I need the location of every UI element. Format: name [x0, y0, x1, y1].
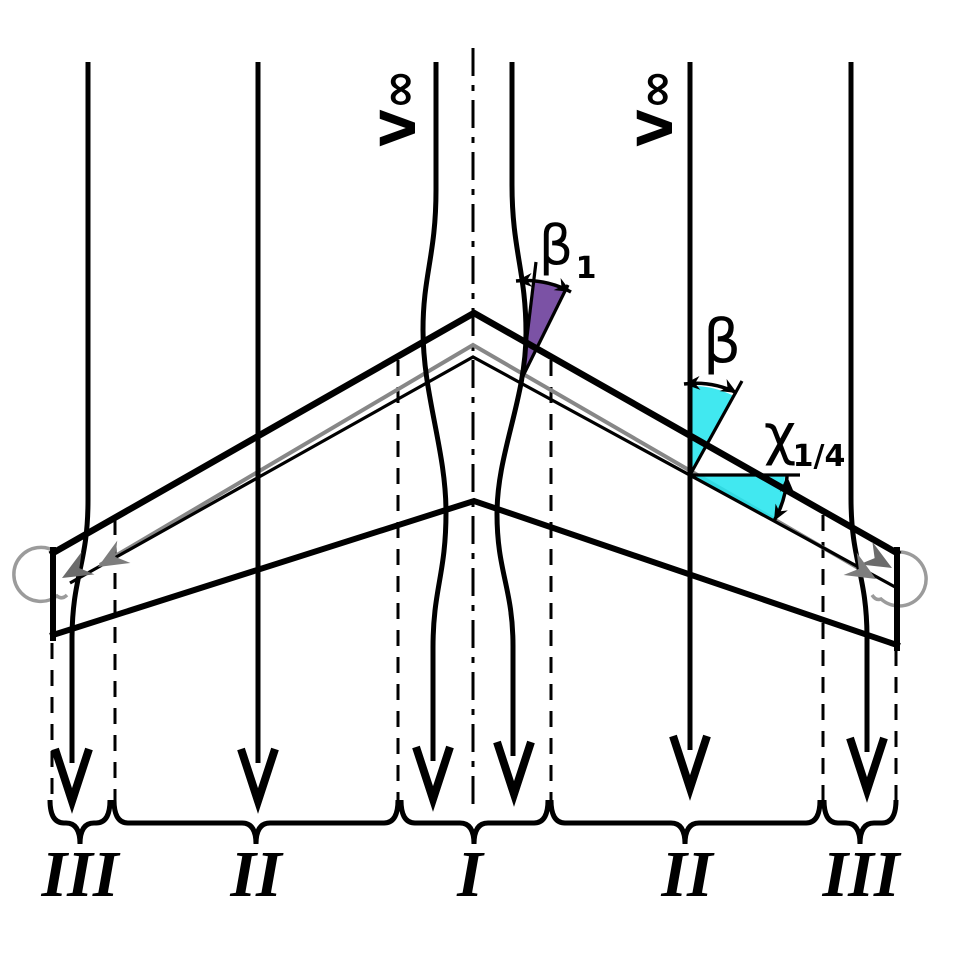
brace-region-I	[398, 799, 551, 845]
flow-arrowhead	[51, 747, 93, 814]
region-label-III-left: III	[40, 838, 120, 911]
chi-quarter-angle-label: χ	[764, 403, 796, 468]
beta-normal-line	[688, 380, 744, 476]
region-braces	[47, 799, 899, 845]
region-label-II-right: II	[660, 838, 715, 911]
wing-planform	[48, 309, 902, 651]
beta1-reference-line	[520, 284, 570, 379]
brace-region-II-left	[111, 799, 401, 845]
flow-arrowhead	[669, 734, 711, 801]
freestream-velocity-label-left: V∞	[371, 69, 427, 146]
labels-layer: V∞ V∞ β 1 β χ 1/4 III II I II III	[40, 69, 901, 911]
beta-arc-arrowhead-left	[684, 375, 701, 390]
angle-fills	[522, 280, 785, 521]
quarter-chord-line	[69, 355, 898, 590]
flow-arrowhead	[493, 740, 535, 807]
brace-region-III-left	[47, 799, 113, 845]
brace-region-III-right	[821, 799, 899, 845]
beta1-arc-arrowhead-left	[516, 273, 533, 288]
quarter-chord-flow-arrowhead-right	[843, 552, 876, 579]
streamline-arrowheads	[51, 734, 888, 814]
wing-leading-edge	[48, 309, 902, 558]
region-label-III-right: III	[821, 838, 901, 911]
gray-flow-arrowheads	[62, 540, 892, 579]
brace-region-II-right	[548, 799, 823, 845]
region-label-I: I	[456, 838, 485, 911]
beta1-angle-label-subscript: 1	[576, 251, 597, 286]
leading-edge-flow-arrowhead-left	[62, 551, 95, 578]
region-label-II-left: II	[229, 838, 284, 911]
flow-arrowhead	[846, 736, 888, 803]
tip-vortex-loop-right	[870, 550, 928, 608]
leading-edge-flow-arrowhead-right	[859, 541, 892, 568]
streamline-root-right	[494, 62, 529, 756]
wing-trailing-edge	[49, 497, 901, 649]
chi-arc-arrowhead-bottom	[774, 503, 788, 521]
angle-arc-arrowheads	[516, 273, 794, 521]
beta-angle-label: β	[703, 307, 741, 377]
freestream-velocity-label-right: V∞	[628, 69, 684, 146]
quarter-chord-flow-arrowhead-left	[98, 540, 131, 567]
beta1-angle-label: β	[539, 214, 573, 277]
tip-vortex-loop-left	[12, 545, 69, 604]
beta1-arc-arrowhead-right	[553, 277, 571, 292]
chi-quarter-angle-label-subscript: 1/4	[793, 439, 846, 474]
flow-arrowhead	[237, 747, 279, 814]
streamline-root-left	[420, 62, 449, 761]
streamline-outer-right	[848, 62, 870, 752]
streamlines	[69, 62, 870, 763]
beta-arc-arrowhead-right	[719, 378, 737, 393]
flow-arrowhead	[412, 745, 454, 812]
region-guides	[50, 48, 898, 812]
streamline-outer-left	[69, 62, 91, 763]
chi-arc-arrowhead-top	[779, 476, 794, 493]
